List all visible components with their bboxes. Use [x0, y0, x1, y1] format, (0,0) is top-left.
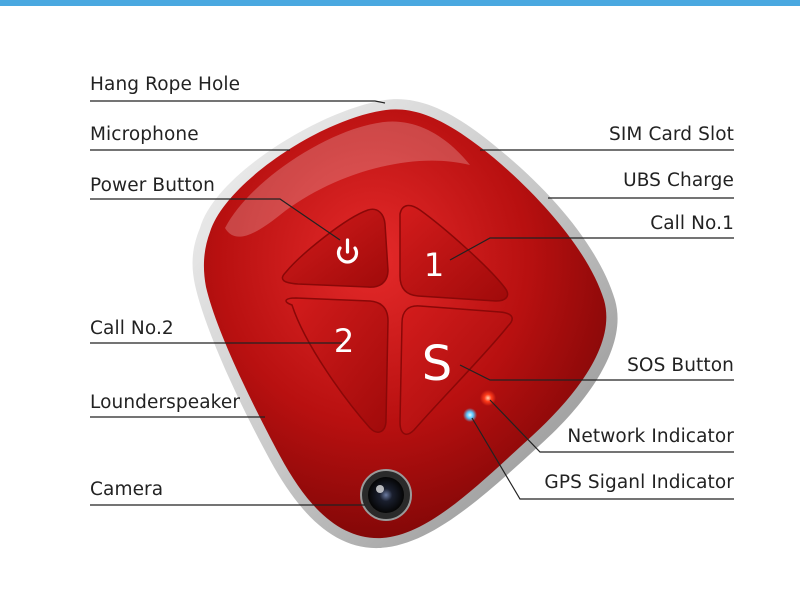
label-network-indicator: Network Indicator [567, 426, 734, 447]
call1-glyph: 1 [424, 246, 444, 284]
label-hang-rope-hole: Hang Rope Hole [90, 74, 241, 95]
label-ubs-charge: UBS Charge [623, 170, 734, 191]
leader-gps-indicator [471, 417, 734, 500]
call2-button[interactable] [285, 297, 389, 433]
power-button[interactable] [281, 208, 389, 288]
gps-led [463, 408, 477, 422]
leader-hang-rope-hole [90, 100, 386, 104]
device-highlight [225, 121, 470, 237]
label-call-no2: Call No.2 [90, 318, 174, 339]
label-gps-indicator: GPS Siganl Indicator [544, 472, 734, 493]
camera-lens [368, 477, 404, 513]
leader-lines [90, 100, 734, 506]
leader-call-no1 [449, 237, 734, 261]
leader-network-indicator [489, 399, 734, 453]
call2-glyph: 2 [334, 322, 354, 360]
label-sim-card-slot: SIM Card Slot [609, 124, 734, 145]
leader-sos-button [459, 364, 734, 381]
label-sos-button: SOS Button [627, 355, 734, 376]
top-accent-bar [0, 0, 800, 6]
label-call-no1: Call No.1 [650, 213, 734, 234]
leader-power-button [90, 198, 341, 241]
label-lounderspeaker: Lounderspeaker [90, 392, 241, 413]
label-camera: Camera [90, 479, 164, 500]
label-microphone: Microphone [90, 124, 199, 145]
label-power-button: Power Button [90, 175, 215, 196]
sos-glyph: S [422, 336, 452, 392]
camera-glint [376, 485, 384, 493]
sos-button[interactable] [399, 305, 513, 435]
call1-button[interactable] [399, 204, 509, 302]
power-icon [336, 238, 359, 264]
